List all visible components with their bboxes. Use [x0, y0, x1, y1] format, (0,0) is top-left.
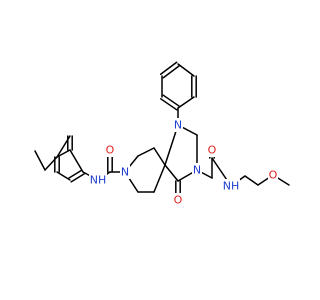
atom-background	[173, 118, 183, 132]
double-bond-line	[162, 65, 181, 79]
atom-background	[207, 143, 217, 157]
double-bond-line	[70, 173, 85, 183]
double-bond-line	[68, 169, 83, 179]
atom-labels: N N N NH NH O O O O	[89, 118, 278, 207]
atom-n3: N	[192, 163, 202, 177]
atom-nh1: NH	[89, 173, 107, 187]
single-bond-line	[177, 63, 195, 77]
atom-background	[268, 168, 278, 182]
atom-label: N	[121, 166, 129, 179]
single-bond-line	[56, 135, 71, 158]
single-bond-line	[69, 149, 84, 173]
atom-label: N	[174, 119, 182, 132]
atom-n1: N	[120, 165, 130, 179]
atom-label: O	[106, 144, 115, 157]
atom-label: O	[208, 144, 217, 157]
atom-label: O	[174, 194, 183, 207]
atom-label: O	[269, 169, 278, 182]
double-bond-line	[159, 61, 178, 75]
single-bond-line	[244, 175, 259, 186]
bond-lines	[34, 61, 290, 201]
atom-label: NH	[223, 180, 240, 193]
atom-label: N	[193, 164, 201, 177]
molecule-diagram: N N N NH NH O O O O	[34, 61, 290, 207]
single-bond-line	[56, 149, 71, 158]
double-bond-line	[160, 98, 178, 111]
atom-background	[173, 193, 183, 207]
atom-o3: O	[207, 143, 217, 157]
atom-background	[192, 163, 202, 177]
atom-background	[222, 179, 240, 193]
double-bond-line	[162, 94, 180, 107]
atom-background	[105, 143, 115, 157]
single-bond-line	[177, 96, 195, 109]
atom-o2: O	[173, 193, 183, 207]
atom-label: NH	[90, 174, 107, 187]
single-bond-line	[56, 171, 71, 181]
single-bond-line	[164, 164, 179, 182]
single-bond-line	[34, 150, 46, 171]
atom-background	[120, 165, 130, 179]
single-bond-line	[137, 147, 155, 157]
atom-nh2: NH	[222, 179, 240, 193]
atom-n2: N	[173, 118, 183, 132]
single-bond-line	[153, 164, 166, 193]
atom-o4: O	[268, 168, 278, 182]
single-bond-line	[153, 147, 166, 166]
atom-o1: O	[105, 143, 115, 157]
atom-background	[89, 173, 107, 187]
